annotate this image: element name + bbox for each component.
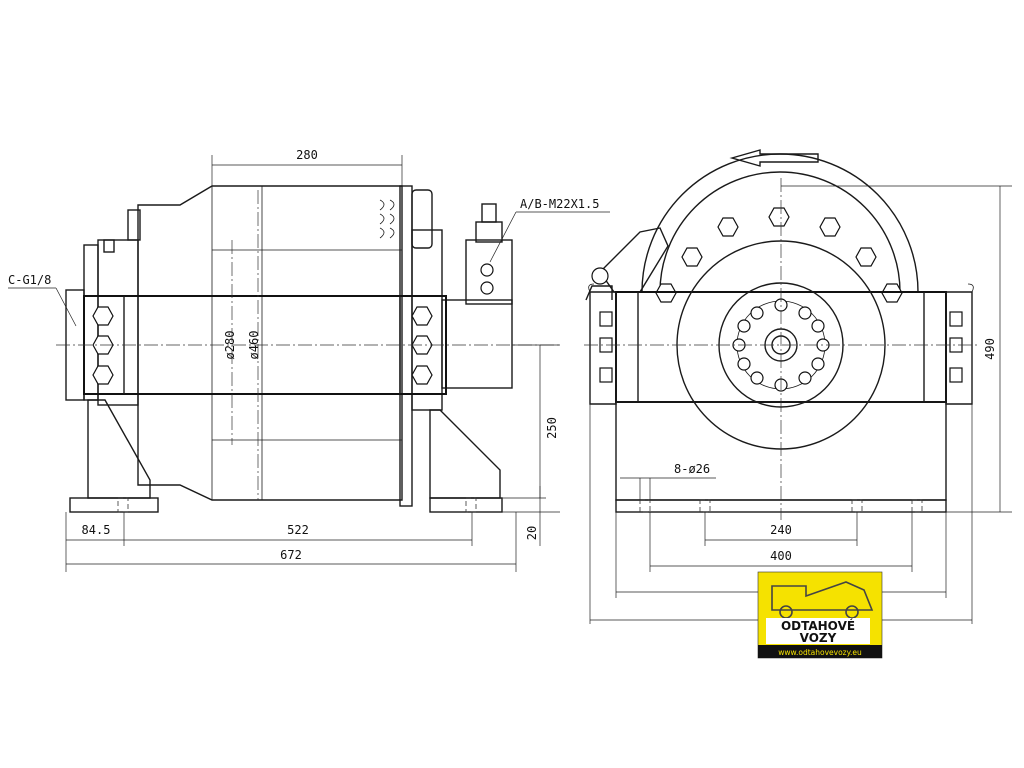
logo-text-panel <box>766 618 870 644</box>
dim-dia-460: ø460 <box>247 331 261 360</box>
dim-240: 240 <box>770 523 792 537</box>
left-foot <box>87 399 151 499</box>
tow-truck-icon <box>771 581 874 611</box>
valve-cap <box>475 221 503 243</box>
spring-coils-2 <box>389 199 395 239</box>
pivot-icon <box>591 267 609 285</box>
logo-url-bar <box>758 645 882 658</box>
bolt-icon <box>811 319 825 333</box>
end-view <box>584 149 980 520</box>
bolt-icon <box>599 367 613 383</box>
dim-holes-label: 8-ø26 <box>674 462 710 476</box>
hex-bolt-icon <box>717 217 739 237</box>
hex-bolt-icon <box>411 365 433 385</box>
logo-line1: ODTAHOVÉ <box>781 618 855 633</box>
flange-cap-top <box>411 189 433 249</box>
dim-dia-280: ø280 <box>223 331 237 360</box>
rotation-arrow-icon <box>729 149 819 167</box>
port-ab-label: A/B-M22X1.5 <box>520 197 599 211</box>
bolt-icon <box>811 357 825 371</box>
dim-84-5: 84.5 <box>82 523 111 537</box>
foot-hole-left <box>117 497 129 513</box>
port-a-icon <box>480 263 494 277</box>
bolt-icon <box>949 311 963 327</box>
logo-line2: VOZY <box>800 631 837 645</box>
dim-400: 400 <box>770 549 792 563</box>
hex-bolt-icon <box>855 247 877 267</box>
dim-672: 672 <box>280 548 302 562</box>
end-view-dimensions: 490 8-ø26 240 400 <box>589 185 1012 624</box>
hydraulic-motor-block <box>441 299 513 389</box>
valve-block <box>465 239 513 305</box>
brake-hook <box>585 285 613 301</box>
bolt-icon <box>599 311 613 327</box>
port-b-icon <box>480 281 494 295</box>
hex-bolt-icon <box>681 247 703 267</box>
bolt-icon <box>737 319 751 333</box>
bolt-icon <box>798 306 812 320</box>
logo-url: www.odtahovevozy.eu <box>778 648 862 657</box>
left-foot-plate <box>69 497 159 513</box>
left-ear <box>589 291 617 405</box>
hex-bolt-icon <box>92 306 114 326</box>
port-c-label: C-G1/8 <box>8 273 51 287</box>
motor-nut <box>103 239 115 253</box>
drum-flange-inner-arc <box>659 171 901 293</box>
right-foot <box>429 409 501 499</box>
brake-arm <box>599 227 669 293</box>
bolt-icon <box>750 306 764 320</box>
hex-bolt-icon <box>411 306 433 326</box>
dim-490: 490 <box>983 338 997 360</box>
bolt-icon <box>737 357 751 371</box>
hex-bolt-icon <box>819 217 841 237</box>
dim-20: 20 <box>525 526 539 540</box>
side-view <box>56 185 560 513</box>
beam-bolts <box>92 306 433 385</box>
dim-280: 280 <box>296 148 318 162</box>
dim-522: 522 <box>287 523 309 537</box>
valve-nut <box>481 203 497 223</box>
foot-hole-right <box>465 497 477 513</box>
side-view-dimensions: 280 ø280 ø460 A/B-M22X1.5 C-G1/8 250 20 … <box>8 148 610 572</box>
hex-bolt-icon <box>92 365 114 385</box>
odtahove-vozy-logo: ODTAHOVÉ VOZY www.odtahovevozy.eu <box>757 571 883 659</box>
hex-bolt-icon <box>768 207 790 227</box>
flange-bolts <box>655 207 903 303</box>
spring-coils <box>379 199 385 239</box>
drum-body <box>137 185 403 501</box>
motor-bolt-top <box>127 209 141 241</box>
dim-250: 250 <box>545 417 559 439</box>
bolt-icon <box>798 371 812 385</box>
bolt-icon <box>750 371 764 385</box>
bolt-icon <box>949 367 963 383</box>
